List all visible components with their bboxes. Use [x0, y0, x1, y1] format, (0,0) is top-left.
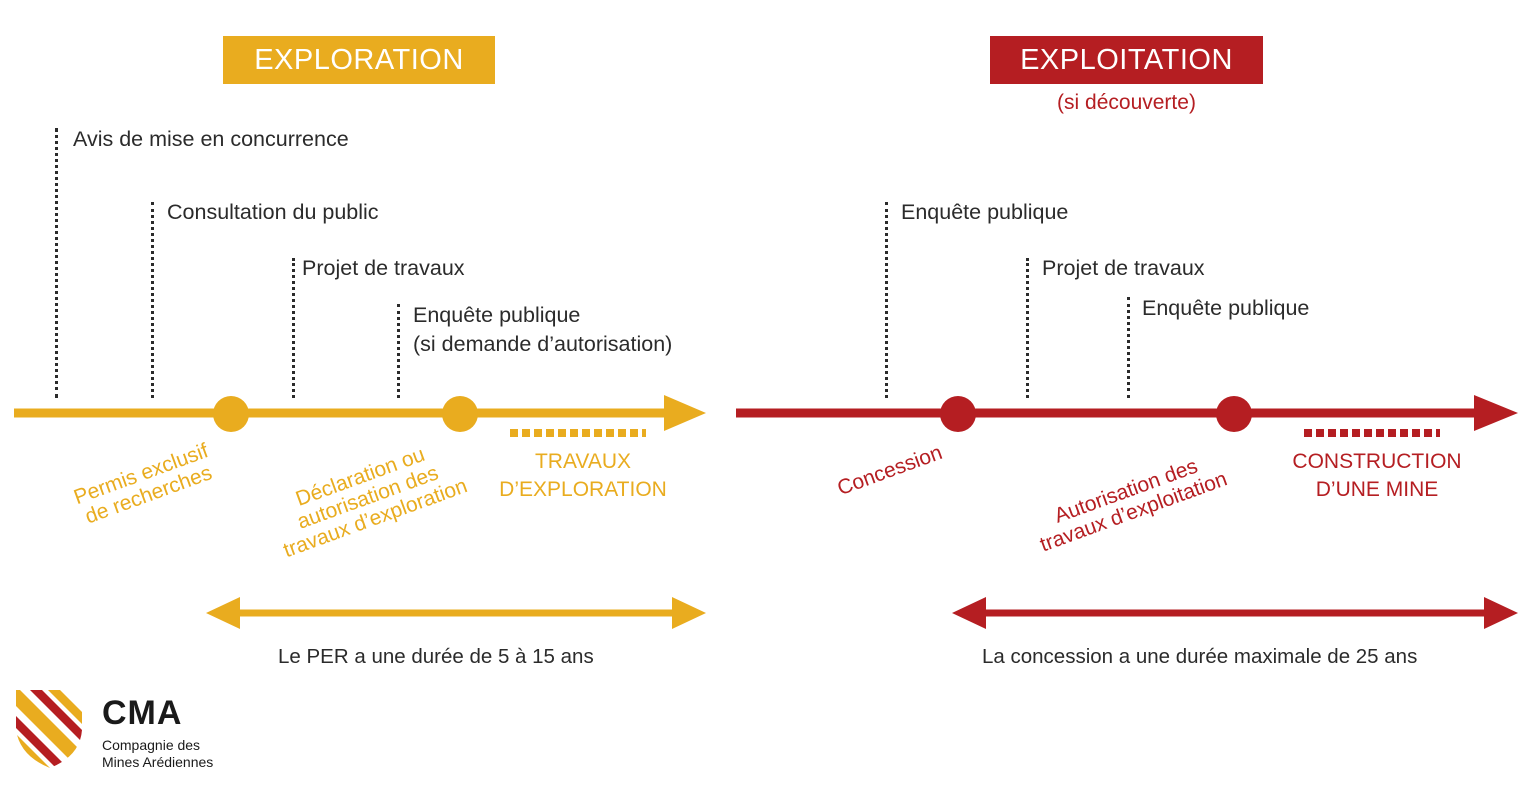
exploration-title: EXPLORATION	[223, 36, 495, 84]
logo-company-name: Compagnie des Mines Arédiennes	[102, 737, 214, 770]
event-projet-travaux-exploitation: Projet de travaux	[1042, 256, 1205, 280]
exploitation-works-label: CONSTRUCTION D’UNE MINE	[1292, 450, 1462, 501]
event-tick	[292, 258, 295, 398]
event-enquete-publique-concession: Enquête publique	[901, 200, 1069, 224]
milestone-dot-declaration	[442, 396, 478, 432]
exploitation-subtitle: (si découverte)	[1057, 91, 1196, 114]
event-enquete-publique-exploitation: Enquête publique	[1142, 296, 1310, 320]
milestone-label-declaration: Déclaration ou autorisation des travaux …	[280, 442, 471, 563]
exploration-duration-text: Le PER a une durée de 5 à 15 ans	[278, 645, 594, 668]
milestone-label-per: Permis exclusif de recherches	[70, 439, 216, 529]
exploration-duration-arrow	[206, 597, 706, 629]
milestone-dot-autorisation	[1216, 396, 1252, 432]
event-enquete-publique: Enquête publique	[413, 303, 581, 327]
event-enquete-publique-note: (si demande d’autorisation)	[413, 332, 673, 356]
exploitation-title: EXPLOITATION	[990, 36, 1263, 84]
exploration-timeline-axis	[14, 395, 706, 431]
exploration-works-label: TRAVAUX D’EXPLORATION	[499, 450, 667, 501]
event-tick	[1127, 297, 1130, 398]
event-tick	[1026, 258, 1029, 398]
exploration-works-dashes	[510, 429, 646, 437]
event-avis-mise-en-concurrence: Avis de mise en concurrence	[73, 127, 349, 151]
milestone-dot-per	[213, 396, 249, 432]
milestone-dot-concession	[940, 396, 976, 432]
logo-acronym: CMA	[102, 694, 183, 732]
event-tick	[55, 128, 58, 398]
cma-logo-icon	[16, 690, 82, 768]
exploitation-duration-arrow	[952, 597, 1518, 629]
event-tick	[885, 202, 888, 398]
exploitation-timeline-axis	[736, 395, 1518, 431]
milestone-label-autorisation: Autorisation des travaux d’exploitation	[1036, 454, 1231, 557]
event-projet-travaux: Projet de travaux	[302, 256, 465, 280]
event-tick	[397, 304, 400, 398]
exploitation-works-dashes	[1304, 429, 1440, 437]
milestone-label-concession: Concession	[834, 440, 946, 501]
event-consultation-public: Consultation du public	[167, 200, 379, 224]
exploitation-duration-text: La concession a une durée maximale de 25…	[982, 645, 1418, 668]
event-tick	[151, 202, 154, 398]
